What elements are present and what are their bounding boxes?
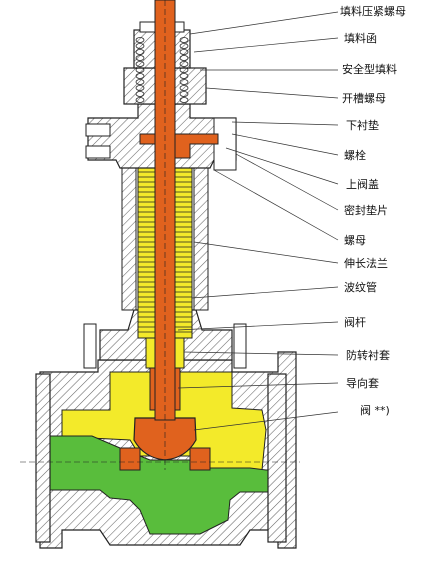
label-packing-nut: 填料压紧螺母 (340, 5, 406, 18)
lower-bolt-right (233, 323, 247, 369)
packing-coil (179, 67, 189, 73)
packing-coil (135, 43, 145, 49)
packing-coil (179, 61, 189, 67)
packing-coil (179, 79, 189, 85)
upper-bolt-left (85, 123, 111, 137)
packing-coil (135, 49, 145, 55)
label-bolt: 螺栓 (344, 149, 366, 162)
packing-coil (135, 85, 145, 91)
upper-bolt-left-2 (85, 145, 111, 159)
packing-coil (135, 79, 145, 85)
label-slotted-nut: 开槽螺母 (342, 92, 386, 105)
packing-coil (179, 49, 189, 55)
label-stem: 阀杆 (344, 316, 366, 329)
packing-coil (135, 55, 145, 61)
packing-coil (179, 43, 189, 49)
label-nut: 螺母 (344, 234, 366, 247)
packing-coil (179, 97, 189, 103)
packing-coil (179, 85, 189, 91)
packing-coil (135, 91, 145, 97)
packing-coil (135, 67, 145, 73)
packing-coil (179, 55, 189, 61)
leader-lines (177, 11, 339, 431)
seat-ring-left (119, 447, 141, 471)
label-packing-box: 填料函 (344, 32, 377, 45)
packing-coil (135, 37, 145, 43)
packing-coil (135, 73, 145, 79)
label-seal-gasket: 密封垫片 (344, 204, 388, 217)
label-upper-bonnet: 上阀盖 (346, 178, 379, 191)
packing-coil (179, 37, 189, 43)
label-extension-flange: 伸长法兰 (344, 257, 388, 270)
seat-ring-right (189, 447, 211, 471)
right-flange (267, 373, 287, 543)
extension-wall-right (193, 159, 209, 311)
label-anti-rotation-sleeve: 防转衬套 (346, 349, 390, 362)
label-lower-liner: 下衬垫 (346, 119, 379, 132)
packing-coils (135, 37, 189, 103)
extension-wall-left (121, 159, 137, 311)
packing-coil (179, 91, 189, 97)
packing-coil (179, 73, 189, 79)
label-valve-plug: 阀 **) (360, 404, 390, 417)
packing-coil (135, 97, 145, 103)
label-guide-sleeve: 导向套 (346, 377, 379, 390)
label-safety-packing: 安全型填料 (342, 63, 397, 76)
left-flange (35, 373, 51, 543)
packing-coil (135, 61, 145, 67)
lower-bolt-left (83, 323, 97, 369)
label-bellows: 波纹管 (344, 281, 377, 294)
